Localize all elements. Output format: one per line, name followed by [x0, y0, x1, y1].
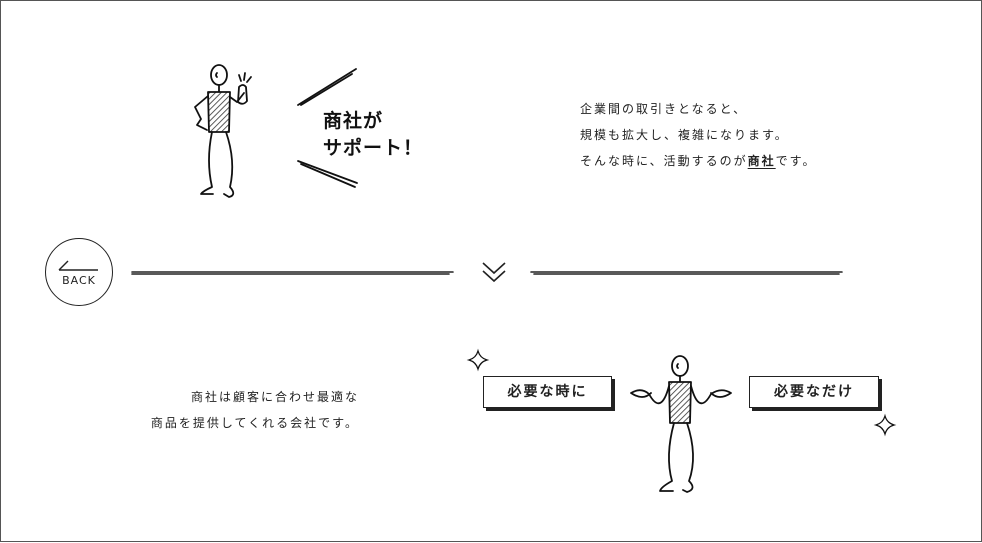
explanation-line3: そんな時に、活動するのが商社です。 — [580, 148, 816, 174]
support-callout-line1: 商社が — [323, 110, 384, 132]
back-button[interactable]: BACK — [45, 238, 113, 306]
explanation-line3-before: そんな時に、活動するのが — [580, 154, 748, 168]
summary-text: 商社は顧客に合わせ最適な 商品を提供してくれる会社です。 — [101, 384, 359, 436]
emphasis-lines — [297, 68, 358, 188]
sparkle-icon-top — [466, 348, 490, 372]
thumbs-up-figure — [194, 64, 252, 198]
summary-line2: 商品を提供してくれる会社です。 — [150, 416, 359, 430]
back-arrow-icon — [58, 260, 98, 271]
highlight-keyword: 商社 — [747, 154, 776, 168]
section-divider — [131, 271, 843, 275]
scroll-down-button[interactable] — [479, 259, 509, 287]
support-callout-line2: サポート！ — [323, 137, 424, 159]
explanation-line1: 企業間の取引きとなると、 — [580, 102, 748, 116]
summary-line1: 商社は顧客に合わせ最適な — [190, 390, 359, 404]
double-chevron-down-icon — [482, 262, 506, 283]
explanation-line3-after: です。 — [775, 154, 817, 168]
explanation-line2: 規模も拡大し、複雑になります。 — [580, 128, 789, 142]
support-callout: 商社が サポート！ — [323, 108, 423, 162]
shrugging-figure — [630, 355, 732, 493]
as-much-as-needed-tag: 必要なだけ — [749, 376, 879, 408]
back-button-label: BACK — [62, 274, 96, 287]
explanation-text: 企業間の取引きとなると、 規模も拡大し、複雑になります。 そんな時に、活動するの… — [580, 96, 816, 174]
when-needed-tag: 必要な時に — [483, 376, 612, 408]
sparkle-icon-bottom — [873, 413, 897, 437]
